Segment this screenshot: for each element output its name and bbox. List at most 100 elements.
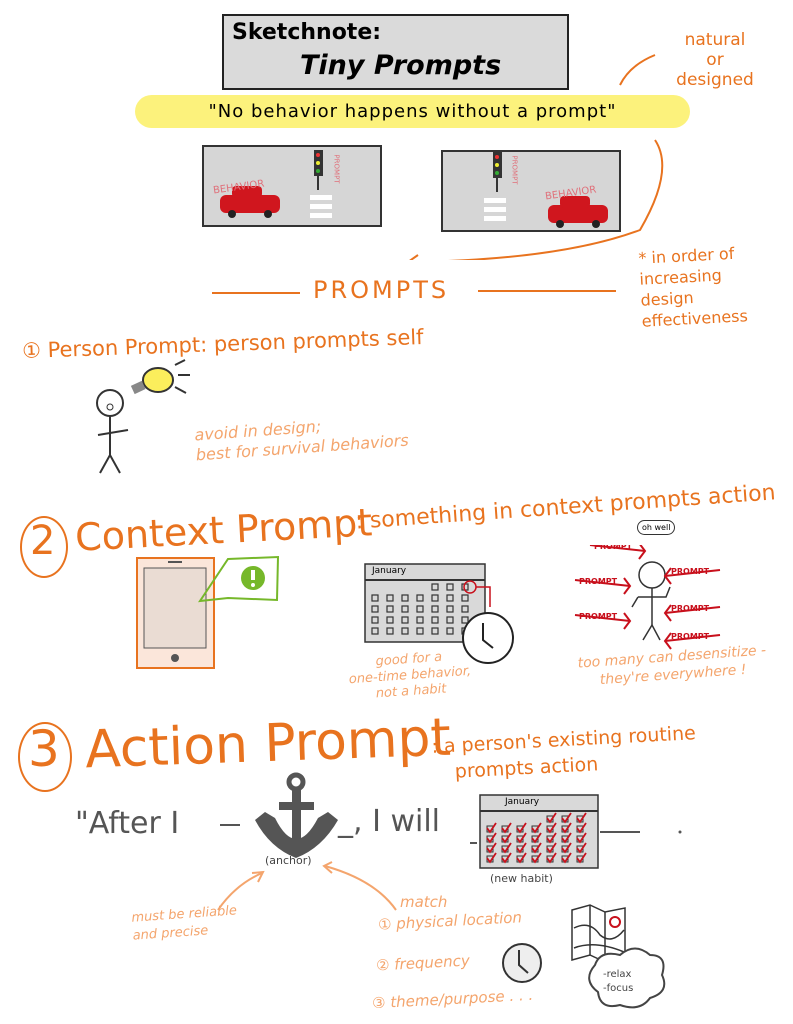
calendar-day xyxy=(371,594,379,602)
divider xyxy=(212,292,300,294)
panel-drawings xyxy=(220,54,664,260)
traffic-light-icon xyxy=(314,150,323,190)
check-mark-icon xyxy=(576,822,587,834)
thought-cloud-icon xyxy=(588,947,666,1009)
prompt-arrow: PROMPT xyxy=(574,612,632,630)
calendar-day xyxy=(431,594,439,602)
calendar-day xyxy=(371,605,379,613)
notification-bubble-icon xyxy=(197,555,280,603)
context-prompt-description: : something in context prompts action xyxy=(354,480,777,535)
calendar-day xyxy=(416,616,424,624)
prompt-arrow: PROMPT xyxy=(663,604,721,622)
check-mark-icon xyxy=(576,852,587,864)
formula-start: "After I xyxy=(75,806,180,841)
check-mark-icon xyxy=(546,852,557,864)
check-mark-icon xyxy=(531,852,542,864)
calendar-checks-icon xyxy=(479,794,599,869)
check-mark-icon xyxy=(561,842,572,854)
number-circle xyxy=(20,516,68,578)
note-line: or xyxy=(706,50,724,70)
anchor-icon xyxy=(255,772,338,858)
title-line-2: Tiny Prompts xyxy=(300,50,502,81)
prompt-arrow: PROMPT xyxy=(663,632,721,650)
context-drawings: PROMPT PROMPT PROMPT PROMPT PROMPT PROMPT xyxy=(136,545,721,669)
traffic-light-icon xyxy=(493,152,502,192)
anchor-label: (anchor) xyxy=(265,854,312,867)
order-note: * in order of increasing design effectiv… xyxy=(638,242,748,331)
calendar-day xyxy=(386,627,394,635)
prompt-arrow-label: PROMPT xyxy=(671,604,710,613)
number-circle xyxy=(18,722,72,792)
check-mark-icon xyxy=(576,812,587,824)
calendar-day xyxy=(401,627,409,635)
check-mark-icon xyxy=(531,822,542,834)
calendar-day xyxy=(431,605,439,613)
section-number: ① xyxy=(21,338,42,364)
car-icon xyxy=(548,196,608,228)
prompt-label: PROMPT xyxy=(332,154,341,184)
check-mark-icon xyxy=(486,852,497,864)
prompts-heading: PROMPTS xyxy=(313,276,450,304)
check-mark-icon xyxy=(531,842,542,854)
prompt-arrow: PROMPT xyxy=(574,577,632,595)
title-line-1: Sketchnote: xyxy=(232,20,382,45)
check-mark-icon xyxy=(486,822,497,834)
prompt-arrow-label: PROMPT xyxy=(579,577,618,586)
cloud-items: -relax -focus xyxy=(603,968,633,996)
calendar-day xyxy=(461,616,469,624)
calendar-day xyxy=(446,627,454,635)
calendar-day xyxy=(431,627,439,635)
calendar-day xyxy=(386,605,394,613)
prompt-arrow-label: PROMPT xyxy=(671,567,710,576)
calendar-day xyxy=(431,616,439,624)
blank-line xyxy=(220,824,240,826)
calendar-day xyxy=(446,616,454,624)
check-mark-icon xyxy=(516,842,527,854)
calendar-day xyxy=(446,594,454,602)
quote-highlight: "No behavior happens without a prompt" xyxy=(135,95,690,128)
note-line: designed xyxy=(676,70,754,90)
cloud-item: -relax xyxy=(603,969,632,980)
lightbulb-icon xyxy=(130,367,174,395)
calendar-day xyxy=(446,605,454,613)
check-mark-icon xyxy=(531,832,542,844)
check-mark-icon xyxy=(546,822,557,834)
calendar-day xyxy=(371,627,379,635)
check-mark-icon xyxy=(546,842,557,854)
section-number: 2 xyxy=(30,518,56,564)
calendar-day xyxy=(416,594,424,602)
check-mark-icon xyxy=(486,842,497,854)
prompt-label: PROMPT xyxy=(510,155,519,185)
calendar-day xyxy=(401,616,409,624)
overwhelmed-stick-figure xyxy=(631,561,671,641)
calendar-day xyxy=(461,605,469,613)
calendar-day xyxy=(386,594,394,602)
prompt-arrow-label: PROMPT xyxy=(594,545,633,551)
check-mark-icon xyxy=(516,822,527,834)
new-habit-label: (new habit) xyxy=(490,872,553,885)
prompt-arrow: PROMPT xyxy=(589,545,647,560)
prompt-arrow: PROMPT xyxy=(663,567,721,585)
check-mark-icon xyxy=(561,852,572,864)
check-mark-icon xyxy=(516,852,527,864)
car-icon xyxy=(220,186,280,218)
calendar-month: January xyxy=(505,797,540,807)
action-drawings xyxy=(217,772,682,1009)
check-mark-icon xyxy=(501,832,512,844)
calendar-day xyxy=(446,583,454,591)
formula-mid: _, I will xyxy=(338,804,440,839)
check-mark-icon xyxy=(486,832,497,844)
check-mark-icon xyxy=(561,812,572,824)
clock-icon xyxy=(502,943,542,983)
check-mark-icon xyxy=(501,822,512,834)
calendar-note: good for a one-time behavior, not a habi… xyxy=(338,647,481,705)
calendar-day xyxy=(371,616,379,624)
divider xyxy=(478,290,616,292)
calendar-day xyxy=(431,583,439,591)
note-line: natural xyxy=(684,30,746,50)
calendar-month: January xyxy=(372,566,407,576)
prompt-arrow-label: PROMPT xyxy=(579,612,618,621)
calendar-day xyxy=(401,594,409,602)
check-mark-icon xyxy=(546,812,557,824)
section-number: 3 xyxy=(28,720,60,778)
